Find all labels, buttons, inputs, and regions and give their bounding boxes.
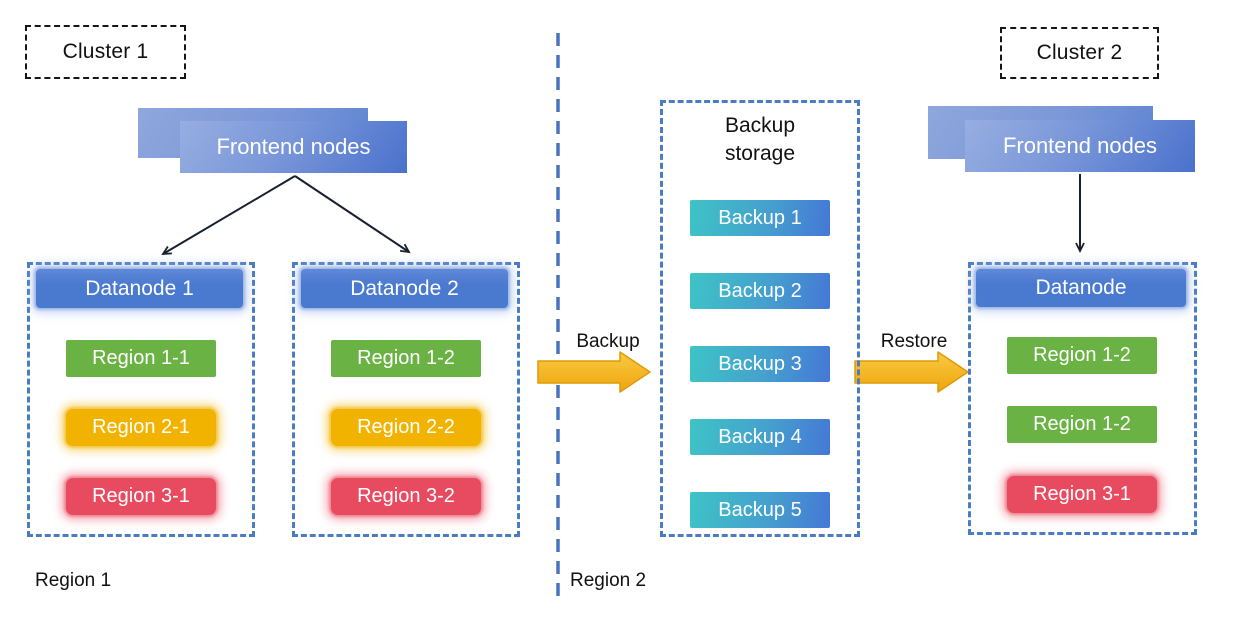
region-label: Region 3-1 — [1033, 483, 1131, 505]
region-box: Region 1-2 — [1007, 337, 1157, 374]
cluster2-frontend-nodes: Frontend nodes — [965, 120, 1195, 172]
backup-item-label: Backup 1 — [718, 206, 802, 229]
region-box: Region 1-1 — [66, 340, 216, 377]
backup-flow-label: Backup — [576, 331, 640, 352]
frontend-to-datanode2-arrow — [294, 175, 411, 254]
cluster2-label: Cluster 2 — [1000, 27, 1159, 79]
cluster2-label-text: Cluster 2 — [1036, 41, 1123, 64]
region-label: Region 1-2 — [1033, 344, 1131, 366]
datanode1-title: Datanode 1 — [85, 276, 194, 300]
region-box: Region 3-2 — [331, 478, 481, 515]
restore-flow-label: Restore — [880, 331, 948, 352]
cluster2-datanode-header: Datanode — [976, 269, 1186, 307]
backup-item: Backup 2 — [690, 273, 830, 309]
backup-item: Backup 1 — [690, 200, 830, 236]
backup-item: Backup 3 — [690, 346, 830, 382]
backup-item-label: Backup 5 — [718, 498, 802, 521]
cluster1-frontend-label: Frontend nodes — [216, 134, 371, 159]
cluster2-datanode-title: Datanode — [1035, 276, 1127, 299]
region-label: Region 2-2 — [357, 416, 455, 438]
backup-flow-arrow — [537, 351, 651, 393]
region-label: Region 1-2 — [1033, 413, 1131, 435]
backup-item: Backup 5 — [690, 492, 830, 528]
datanode1-container: Datanode 1 Region 1-1 Region 2-1 Region … — [27, 262, 255, 537]
region2-footer-label: Region 2 — [570, 570, 647, 591]
region-label: Region 2-1 — [92, 416, 190, 438]
backup-item-label: Backup 3 — [718, 352, 802, 375]
datanode2-header: Datanode 2 — [301, 269, 508, 308]
backup-item-label: Backup 4 — [718, 425, 802, 448]
region1-footer-label: Region 1 — [35, 570, 112, 591]
cluster1-label-text: Cluster 1 — [62, 40, 149, 63]
frontend-to-datanode1-arrow — [161, 175, 296, 256]
region-box: Region 3-1 — [66, 478, 216, 515]
region-label: Region 3-2 — [357, 485, 455, 507]
region-box: Region 2-1 — [66, 409, 216, 446]
backup-item: Backup 4 — [690, 419, 830, 455]
backup-storage-container: Backup storage Backup 1 Backup 2 Backup … — [660, 100, 860, 537]
region-box: Region 1-2 — [1007, 406, 1157, 443]
region-label: Region 1-2 — [357, 347, 455, 369]
cluster2-frontend-label: Frontend nodes — [1002, 133, 1158, 158]
cluster2-datanode-container: Datanode Region 1-2 Region 1-2 Region 3-… — [968, 262, 1197, 535]
region-box: Region 3-1 — [1007, 476, 1157, 513]
backup-item-label: Backup 2 — [718, 279, 802, 302]
datanode1-header: Datanode 1 — [36, 269, 243, 308]
region-label: Region 3-1 — [92, 485, 190, 507]
cluster1-frontend-nodes: Frontend nodes — [180, 121, 407, 173]
datanode2-title: Datanode 2 — [350, 276, 459, 300]
restore-flow-arrow — [854, 351, 969, 393]
datanode2-container: Datanode 2 Region 1-2 Region 2-2 Region … — [292, 262, 520, 537]
region-box: Region 1-2 — [331, 340, 481, 377]
region-label: Region 1-1 — [92, 347, 190, 369]
backup-storage-title: Backup storage — [724, 114, 796, 166]
region-box: Region 2-2 — [331, 409, 481, 446]
cluster1-label: Cluster 1 — [25, 25, 186, 79]
